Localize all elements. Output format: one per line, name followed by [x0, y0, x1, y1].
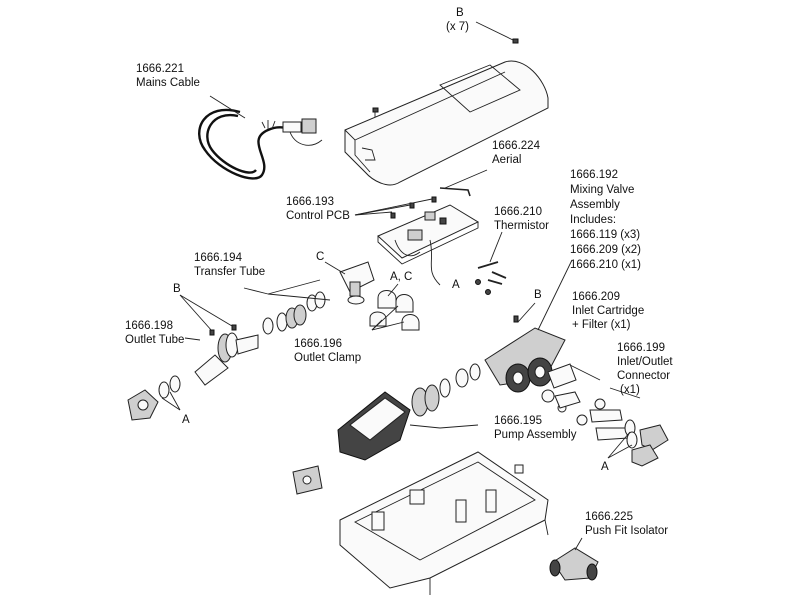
label-thermistor: Thermistor [494, 220, 549, 232]
control-pcb-part [377, 196, 480, 286]
leader-lines [161, 95, 641, 551]
label-pump-no: 1666.195 [494, 415, 542, 427]
push-fit-isolator-part [549, 547, 599, 581]
label-mixing-valve-3: Includes: [570, 214, 616, 226]
label-mixing-valve-2: Assembly [570, 199, 620, 211]
label-a-right: A [601, 461, 609, 473]
outlet-clamps [369, 290, 420, 331]
label-a-left: A [182, 414, 190, 426]
label-isolator-no: 1666.225 [585, 511, 633, 523]
label-isolator: Push Fit Isolator [585, 525, 668, 537]
pump-assembly-part [337, 363, 481, 461]
label-mixing-valve-5: 1666.209 (x2) [570, 244, 641, 256]
label-mixing-valve-1: Mixing Valve [570, 184, 634, 196]
label-transfer-tube: Transfer Tube [194, 266, 265, 278]
label-a-mid: A [452, 279, 460, 291]
label-thermistor-no: 1666.210 [494, 206, 542, 218]
label-b-top-qty: (x 7) [446, 21, 469, 33]
top-cover-part [344, 60, 549, 186]
label-inlet-cartridge-1: Inlet Cartridge [572, 305, 644, 317]
label-outlet-clamp-no: 1666.196 [294, 338, 342, 350]
label-mixing-valve-no: 1666.192 [570, 169, 618, 181]
label-mixing-valve-4: 1666.119 (x3) [570, 229, 640, 241]
label-aerial: Aerial [492, 154, 521, 166]
label-connector-2: Connector [617, 370, 670, 382]
label-mixing-valve-6: 1666.210 (x1) [570, 259, 641, 271]
label-outlet-tube-no: 1666.198 [125, 320, 173, 332]
label-control-pcb-no: 1666.193 [286, 196, 334, 208]
label-connector-no: 1666.199 [617, 342, 665, 354]
part-c [324, 261, 375, 305]
base-tray-part [339, 451, 549, 595]
label-a-c: A, C [390, 271, 412, 283]
label-b-mid: B [534, 289, 542, 301]
mixing-valve-part [484, 315, 566, 393]
outlet-tube-part [194, 324, 259, 386]
label-b-top: B [456, 7, 464, 19]
aerial-part [439, 187, 471, 197]
label-transfer-tube-no: 1666.194 [194, 252, 243, 264]
transfer-tube-part [262, 291, 326, 335]
label-pump: Pump Assembly [494, 429, 577, 441]
right-connectors-part [589, 409, 669, 467]
label-outlet-tube: Outlet Tube [125, 334, 184, 346]
labels: B (x 7) 1666.221 Mains Cable 1666.224 Ae… [125, 7, 673, 537]
label-connector-1: Inlet/Outlet [617, 356, 673, 368]
label-mains-cable: Mains Cable [136, 77, 200, 89]
label-mains-cable-no: 1666.221 [136, 63, 184, 75]
left-connector-part [127, 375, 181, 421]
thermistor-part [475, 261, 507, 295]
label-inlet-cartridge-no: 1666.209 [572, 291, 620, 303]
label-aerial-no: 1666.224 [492, 140, 541, 152]
square-plate-part [292, 465, 323, 495]
label-connector-3: (x1) [620, 384, 640, 396]
label-outlet-clamp: Outlet Clamp [294, 352, 361, 364]
label-control-pcb: Control PCB [286, 210, 350, 222]
label-b-left: B [173, 283, 181, 295]
mains-cable-part [198, 108, 323, 180]
label-c-top: C [316, 251, 324, 263]
label-inlet-cartridge-2: + Filter (x1) [572, 319, 631, 331]
inlet-cartridges-part [541, 363, 606, 426]
